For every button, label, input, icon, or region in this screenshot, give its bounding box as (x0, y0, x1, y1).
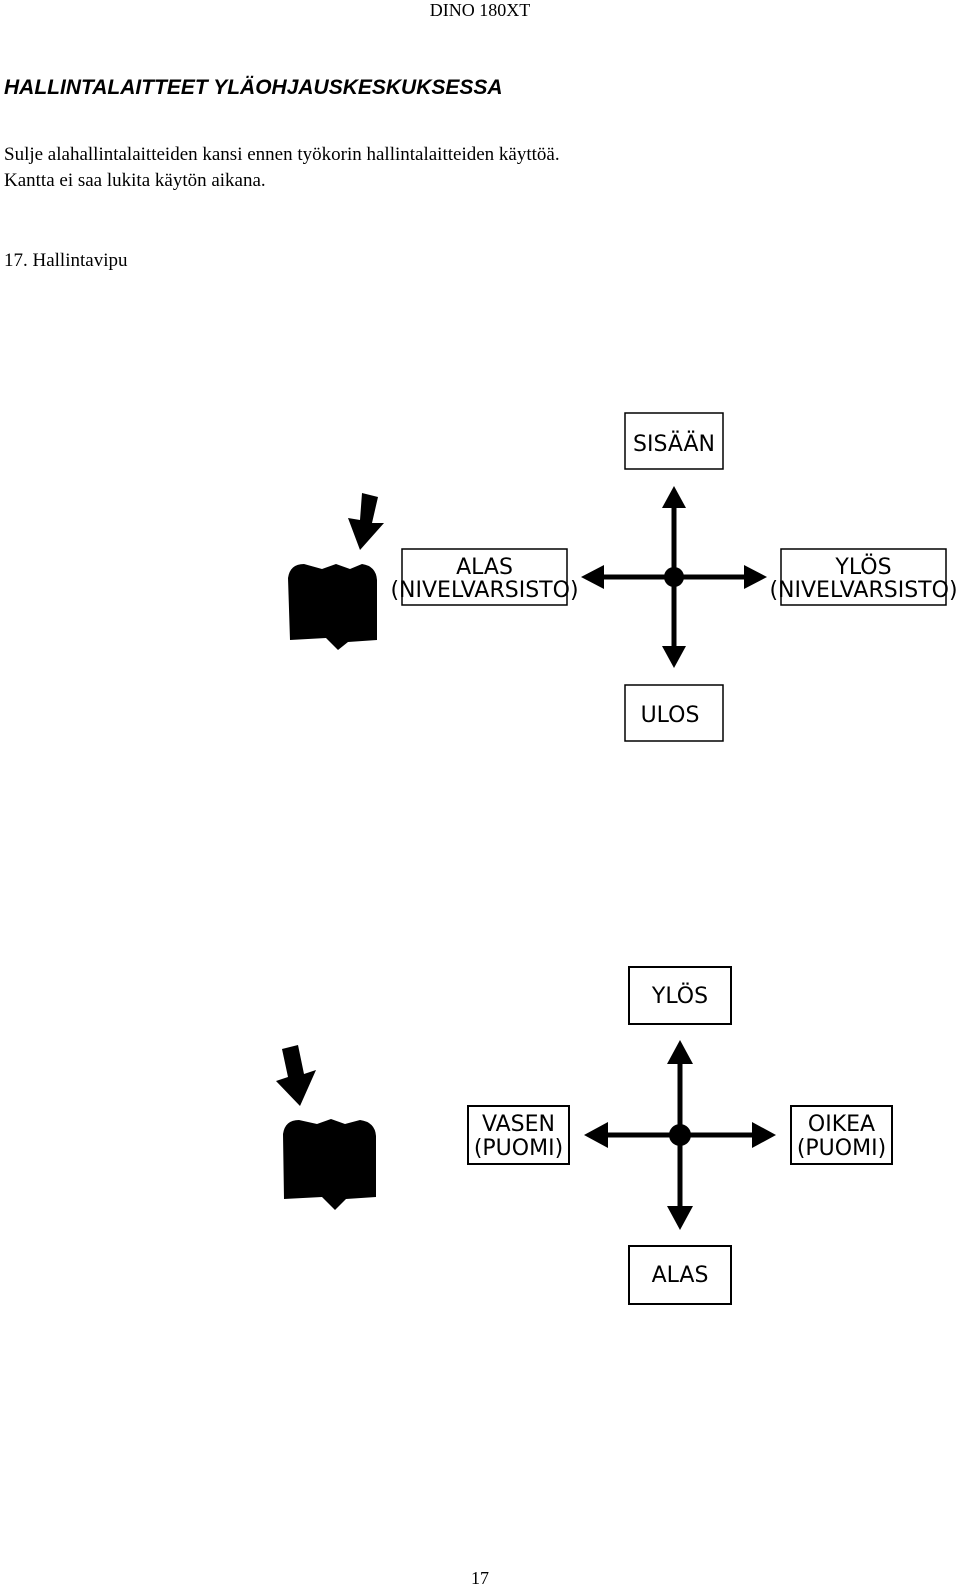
press-arrow-icon (348, 493, 384, 550)
item-caption: 17. Hallintavipu (4, 250, 128, 271)
direction-cross-icon (581, 486, 767, 668)
instruction-line-1: Sulje alahallintalaitteiden kansi ennen … (4, 144, 560, 165)
label-box-sisaan (624, 412, 724, 470)
label-vasen: VASEN (482, 1112, 555, 1137)
label-ylos-lower: YLÖS (651, 983, 708, 1009)
label-nivelvarsisto-left: (NIVELVARSISTO) (390, 578, 578, 603)
label-ylos: YLÖS (834, 554, 891, 580)
press-arrow-icon-lower (276, 1045, 316, 1106)
label-alas-lower: ALAS (652, 1263, 709, 1288)
label-box-ylos-puomi (628, 966, 732, 1025)
label-alas: ALAS (456, 555, 513, 580)
glove-icon-lower (283, 1119, 376, 1210)
document-header: DINO 180XT (429, 0, 531, 20)
ulos-label-layer: ULOS (624, 684, 724, 742)
articulated-arm-control-diagram: SISÄÄN ALAS (NIVELVARSISTO) YLÖS (NIVELV… (288, 412, 958, 668)
label-oikea: OIKEA (808, 1112, 875, 1137)
section-title: HALLINTALAITTEET YLÄOHJAUSKESKUKSESSA (4, 76, 503, 99)
label-box-oikea-puomi (790, 1105, 893, 1165)
boom-control-diagram: YLÖS VASEN (PUOMI) OIKEA (PUOMI) ALAS (276, 966, 893, 1305)
glove-icon (288, 564, 377, 650)
label-puomi-right: (PUOMI) (797, 1136, 886, 1161)
label-box-alas-puomi (628, 1245, 732, 1305)
label-box-ulos-frame (624, 684, 724, 742)
instruction-line-2: Kantta ei saa lukita käytön aikana. (4, 170, 266, 191)
direction-cross-icon-lower (584, 1040, 776, 1230)
page-number: 17 (471, 1568, 489, 1588)
label-box-vasen-puomi (467, 1105, 570, 1165)
label-sisaan: SISÄÄN (633, 431, 715, 457)
label-puomi-left: (PUOMI) (474, 1136, 563, 1161)
label-box-alas-nivelvarsisto (401, 548, 568, 606)
label-nivelvarsisto-right: (NIVELVARSISTO) (769, 578, 957, 603)
label-box-ylos-nivelvarsisto (780, 548, 947, 606)
label-ulos: ULOS (641, 703, 700, 728)
